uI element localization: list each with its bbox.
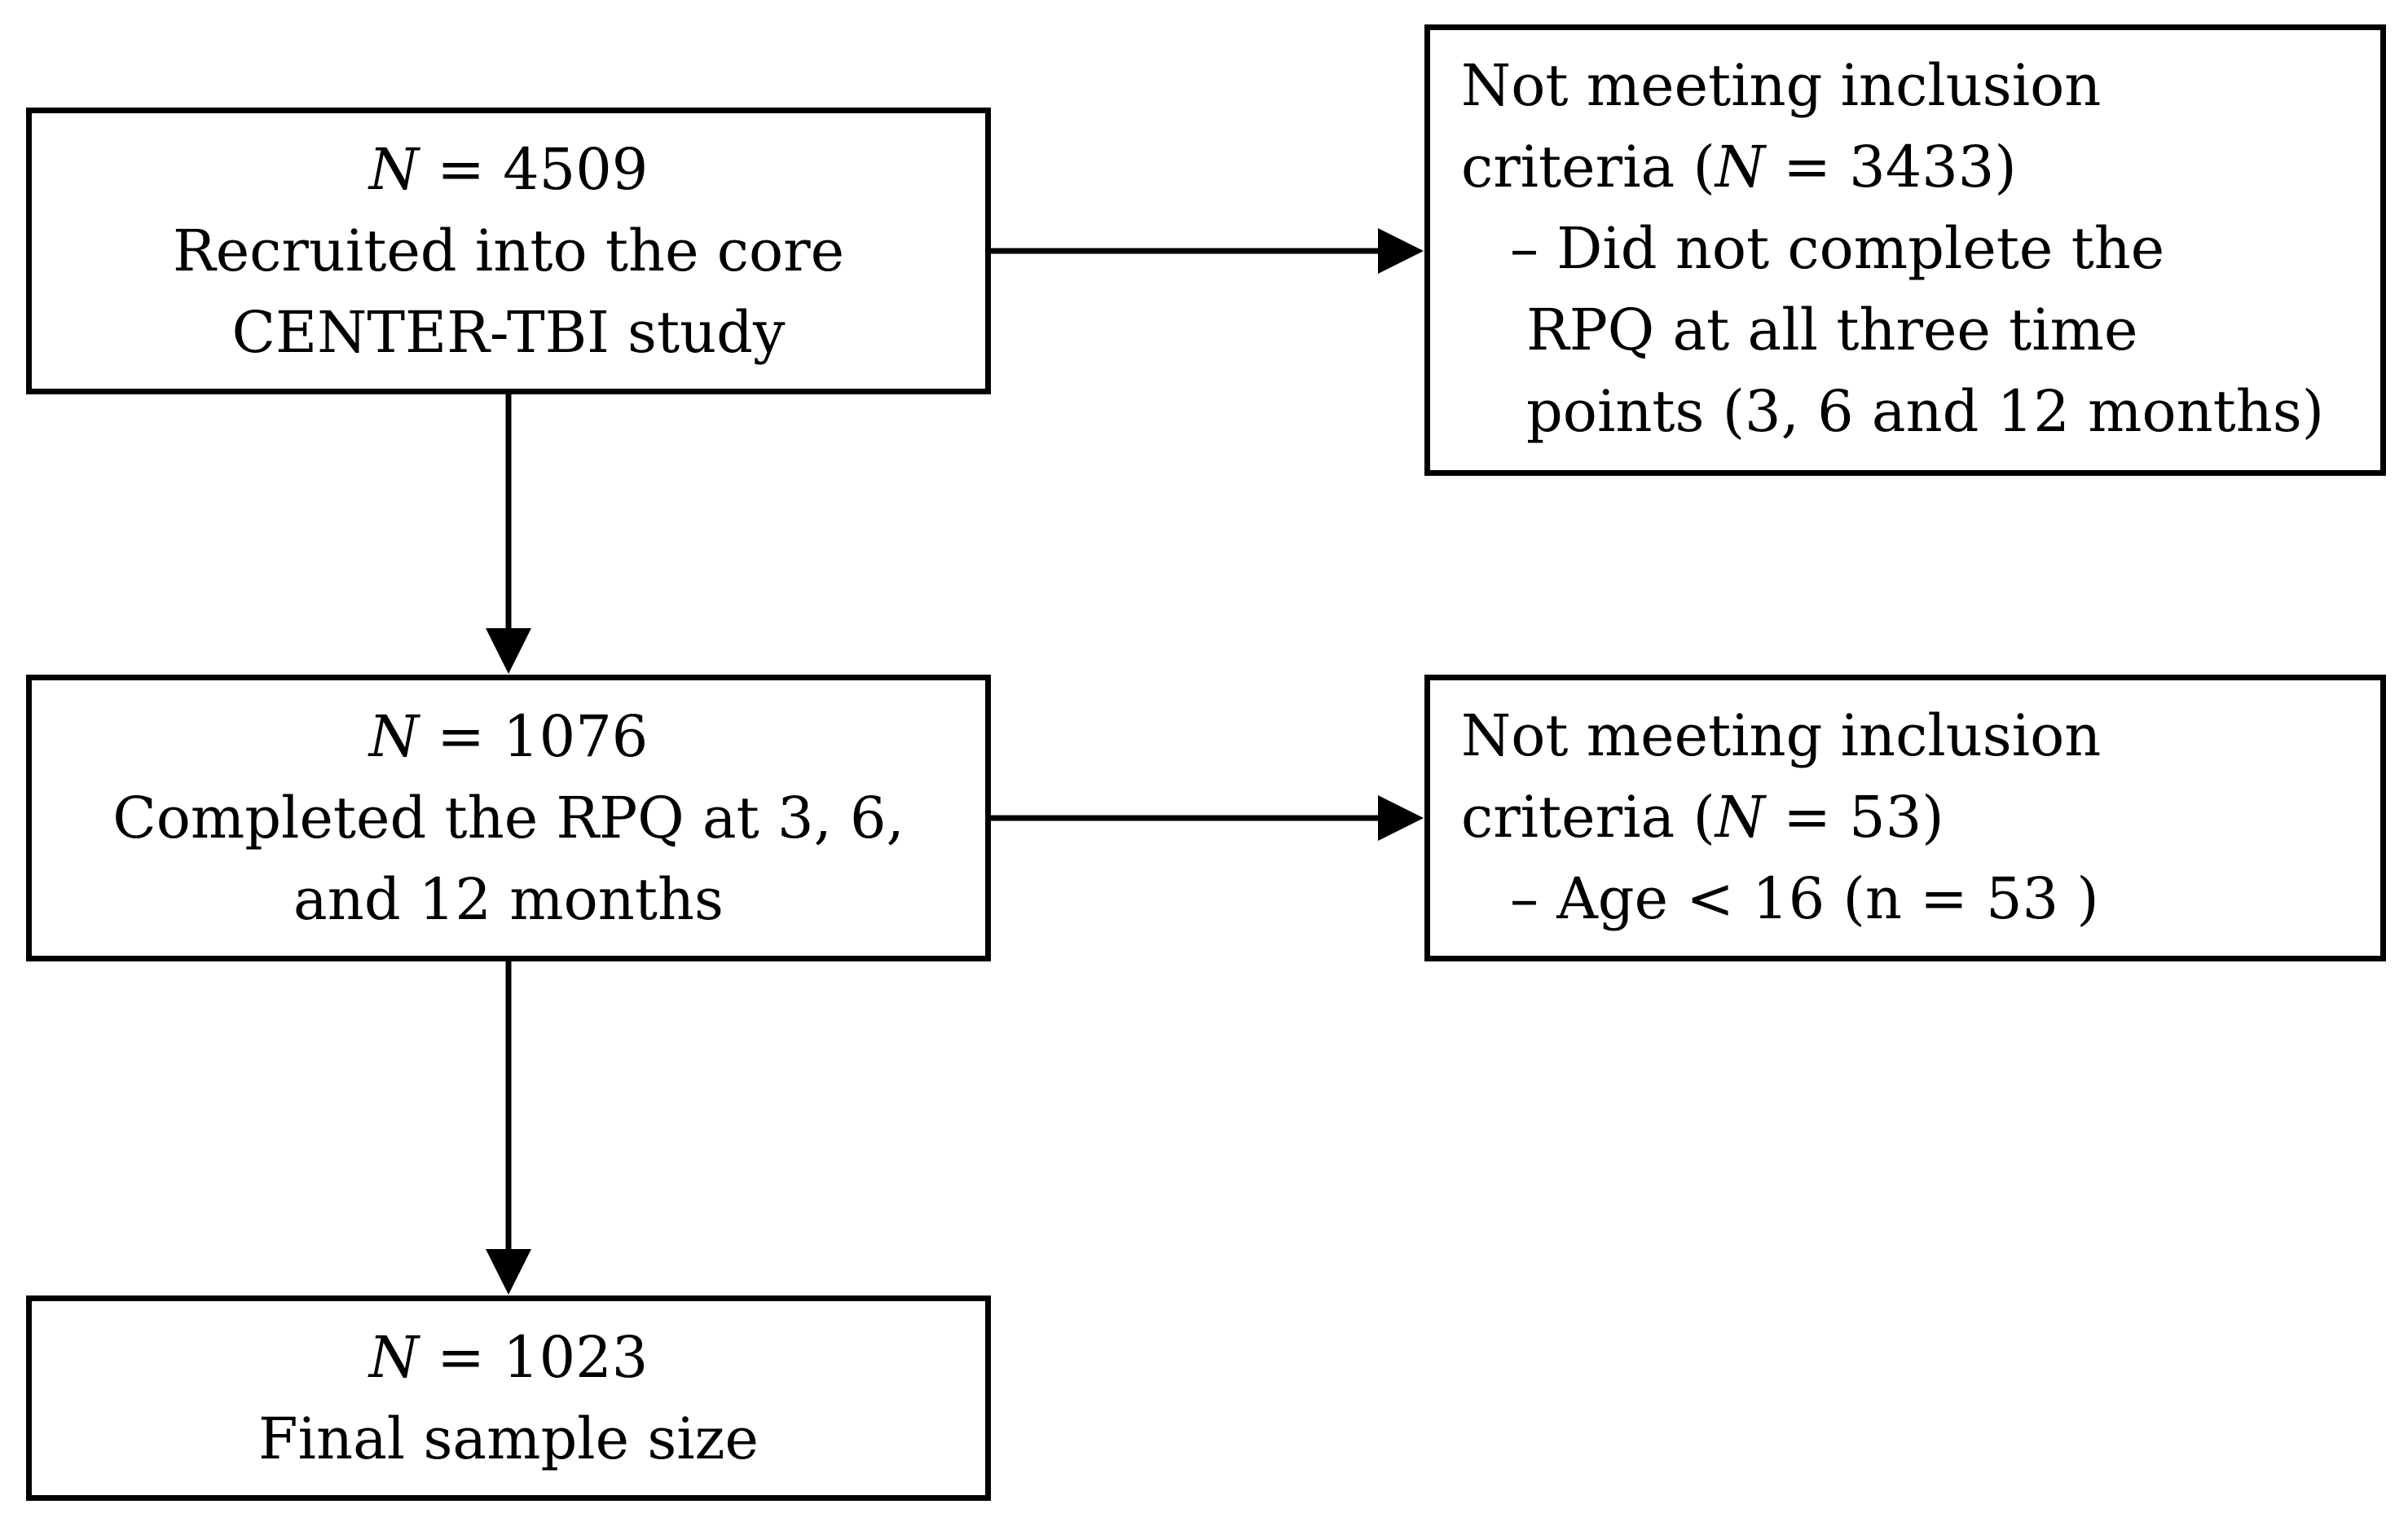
exclusion-box-2: Not meeting inclusion criteria (N = 53) … <box>1424 675 2386 961</box>
criteria-count: = 3433) <box>1765 134 2017 200</box>
criteria-prefix: criteria ( <box>1461 784 1715 851</box>
recruited-count: N = 4509 <box>369 129 649 210</box>
count-value: = 1023 <box>418 1324 649 1391</box>
n-symbol: N <box>1715 134 1766 200</box>
final-count: N = 1023 <box>369 1317 649 1398</box>
criteria-prefix: criteria ( <box>1461 134 1715 200</box>
recruited-label-1: Recruited into the core <box>172 218 844 284</box>
recruited-label-2: CENTER-TBI study <box>231 299 786 366</box>
exclusion-1-reason-3: points (3, 6 and 12 months) <box>1526 378 2325 445</box>
completed-label-1: Completed the RPQ at 3, 6, <box>112 785 905 851</box>
criteria-count: = 53) <box>1765 784 1944 851</box>
n-symbol: N <box>368 1324 419 1391</box>
n-symbol: N <box>368 703 419 770</box>
exclusion-1-heading: Not meeting inclusion <box>1461 52 2102 119</box>
completed-label-2: and 12 months <box>293 866 724 933</box>
exclusion-box-1: Not meeting inclusion criteria (N = 3433… <box>1424 24 2386 476</box>
exclusion-2-criteria: criteria (N = 53) <box>1461 776 1944 858</box>
exclusion-1-criteria: criteria (N = 3433) <box>1461 126 2017 208</box>
exclusion-2-heading: Not meeting inclusion <box>1461 702 2102 769</box>
exclusion-1-reason-1: – Did not complete the <box>1510 215 2165 282</box>
exclusion-2-reason: – Age < 16 (n = 53 ) <box>1510 865 2099 932</box>
final-label: Final sample size <box>258 1405 759 1472</box>
completed-box: N = 1076 Completed the RPQ at 3, 6, and … <box>26 675 991 961</box>
n-symbol: N <box>368 136 419 203</box>
completed-count: N = 1076 <box>369 696 649 777</box>
count-value: = 1076 <box>418 703 649 770</box>
final-box: N = 1023 Final sample size <box>26 1295 991 1501</box>
recruited-box: N = 4509 Recruited into the core CENTER-… <box>26 108 991 394</box>
n-symbol: N <box>1715 784 1766 851</box>
exclusion-1-reason-2: RPQ at all three time <box>1526 297 2138 363</box>
count-value: = 4509 <box>418 136 649 203</box>
